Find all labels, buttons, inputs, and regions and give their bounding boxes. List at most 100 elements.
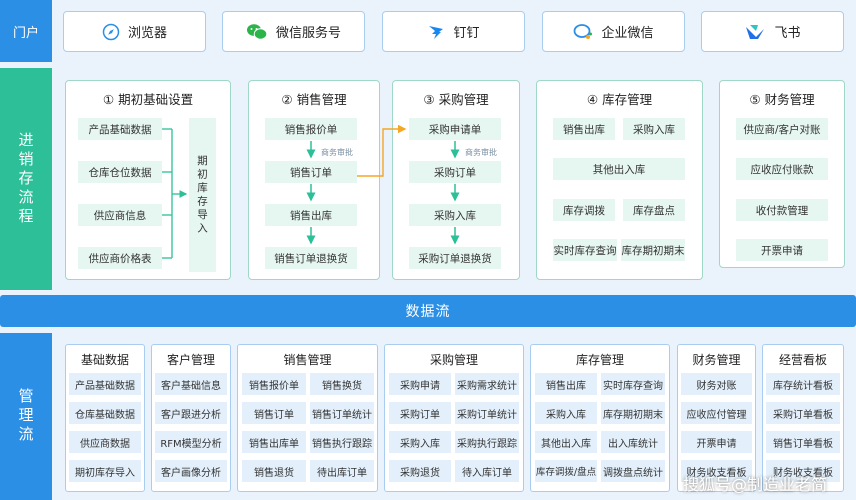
inventory-item[interactable]: 采购入库 <box>623 118 685 140</box>
management-label: 管理流 <box>0 333 52 500</box>
mgmt-item[interactable]: 销售订单统计 <box>310 402 374 424</box>
mgmt-item[interactable]: 采购需求统计 <box>455 373 519 395</box>
mgmt-item[interactable]: 待入库订单 <box>455 460 519 482</box>
finance-item[interactable]: 收付款管理 <box>736 199 828 221</box>
sales-approval-note: 商务审批 <box>321 148 353 157</box>
setup-item[interactable]: 供应商价格表 <box>78 247 162 269</box>
mgmt-item[interactable]: 实时库存查询 <box>601 373 665 395</box>
mgmt-item[interactable]: 库存统计看板 <box>766 373 840 395</box>
mgmt-item[interactable]: 采购订单 <box>389 402 451 424</box>
portal-tab-label: 微信服务号 <box>275 26 341 41</box>
portal-tab-label: 企业微信 <box>601 26 654 41</box>
mgmt-item[interactable]: 财务收支看板 <box>766 460 840 482</box>
mgmt-item[interactable]: 销售执行跟踪 <box>310 431 374 453</box>
finance-item[interactable]: 应收应付账款 <box>736 158 828 180</box>
mgmt-item[interactable]: 出入库统计 <box>601 431 665 453</box>
purchase-item[interactable]: 采购订单 <box>409 161 501 183</box>
purchase-approval-note: 商务审批 <box>465 148 497 157</box>
setup-panel-title: ① 期初基础设置 <box>102 92 194 107</box>
mgmt-item[interactable]: 采购入库 <box>389 431 451 453</box>
mgmt-group-title: 财务管理 <box>692 353 741 367</box>
mgmt-item[interactable]: 销售退货 <box>242 460 306 482</box>
setup-item[interactable]: 产品基础数据 <box>78 118 162 140</box>
portal-tab-label: 飞书 <box>774 26 801 41</box>
portal-tab-wecom[interactable]: 企业微信 <box>542 11 685 52</box>
purchase-item[interactable]: 采购订单退换货 <box>409 247 501 269</box>
mgmt-item[interactable]: 销售换货 <box>310 373 374 395</box>
mgmt-item[interactable]: 采购订单看板 <box>766 402 840 424</box>
mgmt-item[interactable]: 财务收支看板 <box>681 460 752 482</box>
process-label: 进销存流程 <box>0 68 52 290</box>
mgmt-item[interactable]: 供应商数据 <box>69 431 141 453</box>
sales-panel-title: ② 销售管理 <box>281 92 347 107</box>
sales-item[interactable]: 销售报价单 <box>265 118 357 140</box>
portal-label: 门户 <box>0 0 52 62</box>
setup-item[interactable]: 供应商信息 <box>78 204 162 226</box>
flow-arrows <box>162 124 460 259</box>
mgmt-group-title: 经营看板 <box>778 353 827 367</box>
purchase-item[interactable]: 采购申请单 <box>409 118 501 140</box>
portal-label-text: 门户 <box>12 25 39 41</box>
portal-tab-wechat-service[interactable]: 微信服务号 <box>222 11 365 52</box>
inventory-item[interactable]: 其他出入库 <box>553 158 685 180</box>
sales-item[interactable]: 销售订单 <box>265 161 357 183</box>
mgmt-item[interactable]: 期初库存导入 <box>69 460 141 482</box>
mgmt-group-title: 采购管理 <box>429 353 478 367</box>
portal-tab-feishu[interactable]: 飞书 <box>701 11 844 52</box>
wecom-icon <box>574 23 593 39</box>
mgmt-item[interactable]: RFM模型分析 <box>155 431 227 453</box>
mgmt-group-title: 基础数据 <box>80 353 129 367</box>
inventory-item[interactable]: 库存期初期末 <box>621 239 685 261</box>
mgmt-item[interactable]: 客户基础信息 <box>155 373 227 395</box>
mgmt-item[interactable]: 销售订单 <box>242 402 306 424</box>
dataflow-bar: 数据流 <box>0 295 856 327</box>
inventory-item[interactable]: 库存调拨 <box>553 199 615 221</box>
purchase-item[interactable]: 采购入库 <box>409 204 501 226</box>
portal-tab-dingtalk[interactable]: 钉钉 <box>382 11 525 52</box>
mgmt-item[interactable]: 仓库基础数据 <box>69 402 141 424</box>
setup-item[interactable]: 仓库仓位数据 <box>78 161 162 183</box>
mgmt-item[interactable]: 应收应付管理 <box>681 402 752 424</box>
mgmt-item[interactable]: 采购申请 <box>389 373 451 395</box>
inventory-item[interactable]: 实时库存查询 <box>553 239 617 261</box>
mgmt-item[interactable]: 客户跟进分析 <box>155 402 227 424</box>
inventory-item[interactable]: 库存盘点 <box>623 199 685 221</box>
mgmt-item[interactable]: 调拨盘点统计 <box>601 460 665 482</box>
mgmt-item[interactable]: 采购执行跟踪 <box>455 431 519 453</box>
mgmt-item[interactable]: 库存期初期末 <box>601 402 665 424</box>
mgmt-item[interactable]: 待出库订单 <box>310 460 374 482</box>
inventory-item[interactable]: 销售出库 <box>553 118 615 140</box>
sales-item[interactable]: 销售出库 <box>265 204 357 226</box>
finance-panel-title: ⑤ 财务管理 <box>749 92 815 107</box>
management-label-text: 管理流 <box>16 388 35 445</box>
compass-icon <box>102 23 120 40</box>
mgmt-item[interactable]: 客户画像分析 <box>155 460 227 482</box>
mgmt-item[interactable]: 库存调拨/盘点 <box>535 460 597 482</box>
wechat-icon <box>246 23 268 40</box>
mgmt-item[interactable]: 采购入库 <box>535 402 597 424</box>
mgmt-item[interactable]: 采购订单统计 <box>455 402 519 424</box>
mgmt-item[interactable]: 销售报价单 <box>242 373 306 395</box>
mgmt-item[interactable]: 采购退货 <box>389 460 451 482</box>
setup-bracket-arrows <box>162 128 188 259</box>
portal-tab-browser[interactable]: 浏览器 <box>63 11 206 52</box>
inventory-panel-title: ④ 库存管理 <box>586 92 653 107</box>
process-label-text: 进销存流程 <box>16 131 35 227</box>
sales-item[interactable]: 销售订单退换货 <box>265 247 357 269</box>
inventory-import-item[interactable]: 期初库存导入 <box>189 118 216 272</box>
purchase-panel-title: ③ 采购管理 <box>423 92 489 107</box>
mgmt-item[interactable]: 其他出入库 <box>535 431 597 453</box>
mgmt-group-title: 客户管理 <box>166 353 215 367</box>
finance-item[interactable]: 开票申请 <box>736 239 828 261</box>
mgmt-item[interactable]: 销售订单看板 <box>766 431 840 453</box>
mgmt-item[interactable]: 财务对账 <box>681 373 752 395</box>
mgmt-group-title: 库存管理 <box>575 353 624 367</box>
mgmt-item[interactable]: 开票申请 <box>681 431 752 453</box>
mgmt-item[interactable]: 产品基础数据 <box>69 373 141 395</box>
finance-item[interactable]: 供应商/客户对账 <box>736 118 828 140</box>
mgmt-item[interactable]: 销售出库 <box>535 373 597 395</box>
portal-tab-label: 钉钉 <box>453 26 480 41</box>
sales-to-purchase-arrow <box>357 124 407 177</box>
mgmt-item[interactable]: 销售出库单 <box>242 431 306 453</box>
dingtalk-icon <box>429 25 444 39</box>
